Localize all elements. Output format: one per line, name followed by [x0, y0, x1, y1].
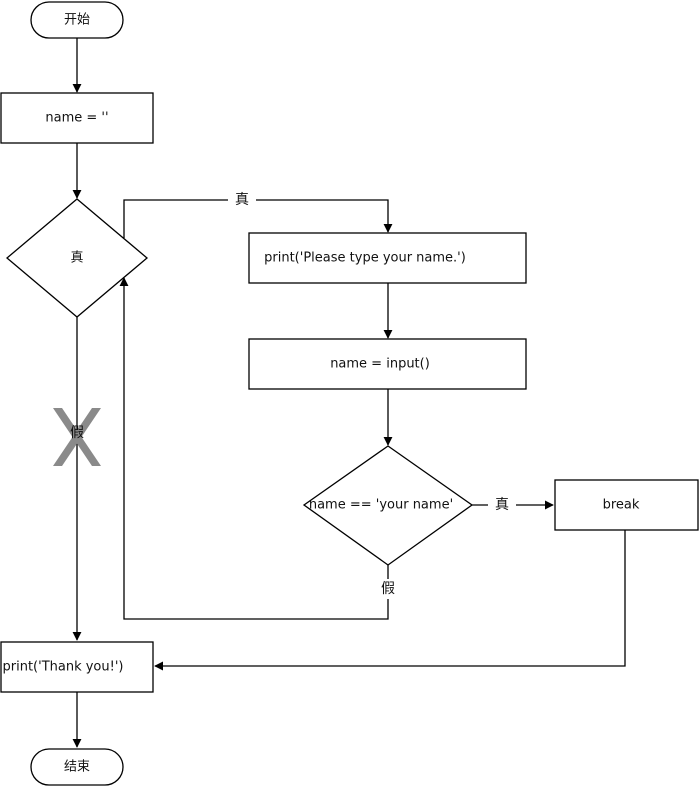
loop-true-label: 真	[235, 192, 249, 208]
edge-break-to-thanks	[154, 530, 626, 671]
start-terminator	[30, 1, 124, 39]
start-label: 开始	[64, 13, 90, 28]
init-process-box	[0, 92, 154, 144]
loop-decision-label: 真	[70, 251, 83, 266]
check-false-label-bg	[374, 579, 402, 599]
loop-false-label: 假	[70, 425, 84, 441]
prompt-label: print('Please type your name.')	[264, 251, 466, 266]
check-true-label-bg	[488, 496, 516, 514]
edge-check-false	[119, 277, 389, 620]
end-label: 结束	[64, 760, 90, 775]
check-decision-diamond	[302, 445, 474, 566]
input-label: name = input()	[330, 357, 430, 372]
init-label: name = ''	[45, 111, 108, 126]
thanks-label: print('Thank you!')	[3, 660, 124, 675]
prompt-process-box	[248, 232, 527, 284]
thanks-process-box	[0, 641, 154, 693]
cross-mark-icon	[53, 408, 101, 466]
break-process-box	[554, 479, 699, 531]
end-terminator	[30, 748, 124, 786]
check-false-label: 假	[381, 581, 395, 597]
input-process-box	[248, 338, 527, 390]
check-decision-label: name == 'your name'	[309, 498, 453, 513]
loop-true-label-bg	[228, 191, 256, 209]
loop-decision-diamond	[5, 198, 149, 318]
check-true-label: 真	[495, 497, 509, 513]
break-label: break	[603, 498, 640, 513]
